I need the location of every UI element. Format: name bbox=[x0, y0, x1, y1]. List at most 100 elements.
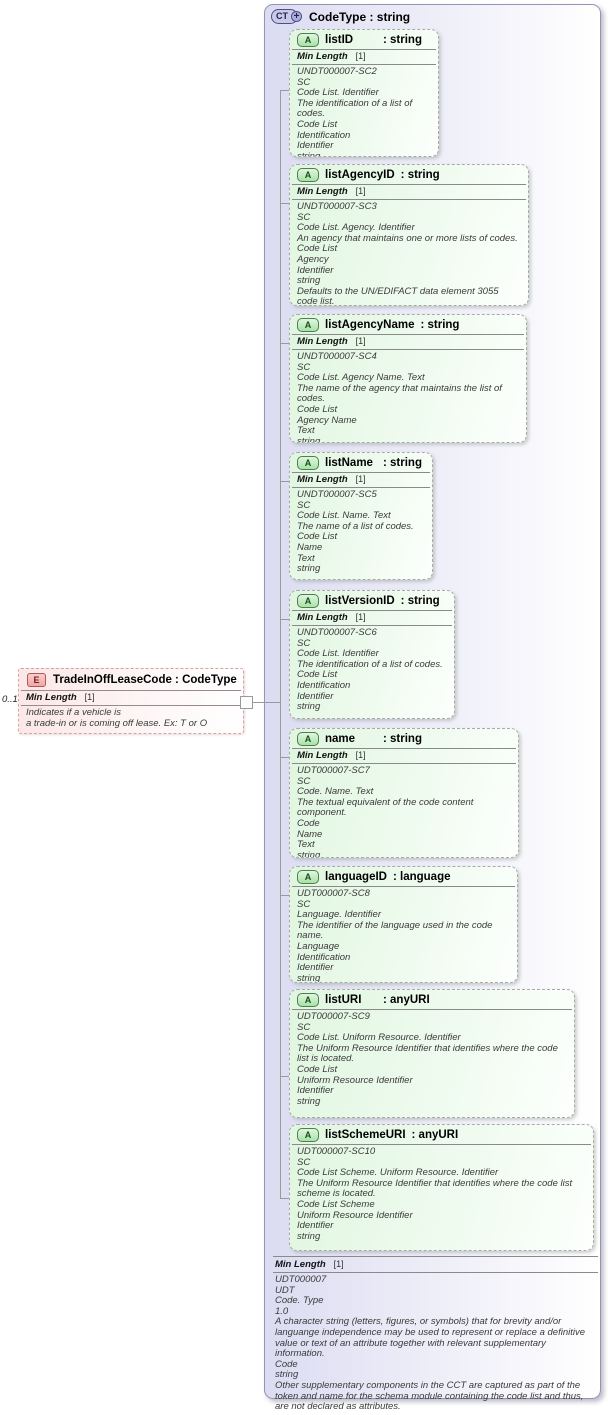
attribute-type: : language bbox=[392, 871, 451, 883]
attribute-type: : string bbox=[400, 169, 440, 181]
attribute-box-listid: A listID : string Min Length [1] UNDT000… bbox=[289, 29, 439, 157]
attribute-box-listagencyname: A listAgencyName : string Min Length [1]… bbox=[289, 314, 527, 443]
complex-type-box-codetype: CT + CodeType : string A listID : string… bbox=[264, 4, 601, 1412]
facet-label: Min Length bbox=[297, 750, 348, 761]
attribute-icon: A bbox=[297, 1128, 319, 1142]
attribute-name: listID bbox=[325, 34, 354, 46]
attribute-box-listagencyid: A listAgencyID : string Min Length [1] U… bbox=[289, 164, 529, 306]
element-icon: E bbox=[27, 673, 46, 687]
connector-stub bbox=[280, 90, 289, 91]
attribute-header: A languageID : language bbox=[292, 867, 515, 887]
complex-type-header: CT + CodeType : string bbox=[271, 9, 410, 24]
attribute-box-name: A name : string Min Length [1] UDT000007… bbox=[289, 728, 519, 858]
connector-stub bbox=[280, 481, 289, 482]
facet-value: [1] bbox=[355, 612, 366, 622]
facet-value: [1] bbox=[355, 186, 366, 196]
attribute-type: : anyURI bbox=[411, 1129, 459, 1141]
facet-row: Min Length [1] bbox=[292, 50, 436, 65]
complex-type-icon-label: CT bbox=[276, 11, 288, 21]
attribute-box-listversionid: A listVersionID : string Min Length [1] … bbox=[289, 590, 455, 719]
attribute-type: : string bbox=[383, 457, 422, 469]
facet-label: Min Length bbox=[275, 1259, 326, 1270]
connector-stub bbox=[280, 1076, 289, 1077]
expand-icon[interactable]: + bbox=[291, 11, 302, 22]
attribute-header: A listAgencyID : string bbox=[292, 165, 526, 185]
attribute-details: UNDT000007-SC4 SC Code List. Agency Name… bbox=[297, 351, 502, 443]
attribute-icon: A bbox=[297, 870, 319, 884]
attribute-name: listName bbox=[325, 457, 373, 469]
attribute-type: : string bbox=[400, 595, 440, 607]
connector-stub bbox=[280, 895, 289, 896]
attribute-details: UNDT000007-SC6 SC Code List. Identifier … bbox=[297, 627, 443, 713]
facet-label: Min Length bbox=[297, 612, 348, 623]
facet-row: Min Length [1] bbox=[292, 185, 526, 200]
attribute-icon: A bbox=[297, 732, 319, 746]
attribute-name: listSchemeURI bbox=[325, 1129, 406, 1141]
attribute-type: : string bbox=[420, 319, 460, 331]
connector-stub bbox=[280, 619, 289, 620]
attribute-name: listURI bbox=[325, 994, 362, 1006]
facet-label: Min Length bbox=[297, 336, 348, 347]
complex-type-icon: CT + bbox=[271, 9, 302, 24]
facet-row: Min Length [1] bbox=[292, 611, 452, 626]
attribute-box-languageid: A languageID : language UDT000007-SC8 SC… bbox=[289, 866, 518, 983]
facet-label: Min Length bbox=[297, 474, 348, 485]
facet-value: [1] bbox=[355, 336, 366, 346]
attribute-icon: A bbox=[297, 993, 319, 1007]
attribute-icon: A bbox=[297, 318, 319, 332]
attribute-header: A listName : string bbox=[292, 453, 430, 473]
attribute-type: : string bbox=[383, 34, 422, 46]
element-title: TradeInOffLeaseCode : CodeType bbox=[53, 674, 237, 686]
element-box-tradeinoffleasecode: E TradeInOffLeaseCode : CodeType Min Len… bbox=[18, 668, 244, 734]
attribute-header: A listVersionID : string bbox=[292, 591, 452, 611]
attribute-box-listname: A listName : string Min Length [1] UNDT0… bbox=[289, 452, 433, 580]
facet-value: [1] bbox=[355, 474, 366, 484]
connector-stub bbox=[280, 757, 289, 758]
attribute-details: UDT000007-SC10 SC Code List Scheme. Unif… bbox=[297, 1146, 573, 1242]
attribute-details: UDT000007-SC7 SC Code. Name. Text The te… bbox=[297, 765, 474, 858]
facet-label: Min Length bbox=[297, 51, 348, 62]
connector-stub bbox=[280, 1198, 289, 1199]
attribute-box-listschemeuri: A listSchemeURI : anyURI UDT000007-SC10 … bbox=[289, 1124, 594, 1251]
connector-stub bbox=[280, 343, 289, 344]
complex-type-details: UDT000007 UDT Code. Type 1.0 A character… bbox=[275, 1274, 586, 1413]
attribute-details: UNDT000007-SC2 SC Code List. Identifier … bbox=[297, 66, 413, 157]
attribute-name: languageID bbox=[325, 871, 387, 883]
connector-stub bbox=[280, 203, 289, 204]
attribute-icon: A bbox=[297, 456, 319, 470]
attribute-icon: A bbox=[297, 33, 319, 47]
attribute-header: A listSchemeURI : anyURI bbox=[292, 1125, 591, 1145]
attribute-header: A listID : string bbox=[292, 30, 436, 50]
facet-row: Min Length [1] bbox=[292, 749, 516, 764]
attribute-type: : anyURI bbox=[383, 994, 430, 1006]
attribute-details: UDT000007-SC8 SC Language. Identifier Th… bbox=[297, 888, 493, 983]
attribute-name: listAgencyName bbox=[325, 319, 415, 331]
attribute-name: name bbox=[325, 733, 356, 745]
complex-type-title: CodeType : string bbox=[309, 9, 411, 24]
attribute-name: listVersionID bbox=[325, 595, 395, 607]
connector-line bbox=[244, 702, 280, 703]
attribute-box-listuri: A listURI : anyURI UDT000007-SC9 SC Code… bbox=[289, 989, 575, 1118]
attribute-header: A name : string bbox=[292, 729, 516, 749]
element-description: Indicates if a vehicle is a trade-in or … bbox=[26, 707, 208, 729]
attribute-header: A listURI : anyURI bbox=[292, 990, 572, 1010]
attribute-details: UDT000007-SC9 SC Code List. Uniform Reso… bbox=[297, 1011, 558, 1107]
complex-type-footer: Min Length [1] UDT000007 UDT Code. Type … bbox=[273, 1256, 598, 1415]
facet-label: Min Length bbox=[26, 692, 77, 703]
facet-value: [1] bbox=[84, 692, 95, 702]
facet-row: Min Length [1] bbox=[273, 1256, 598, 1273]
attribute-header: A listAgencyName : string bbox=[292, 315, 524, 335]
attribute-details: UNDT000007-SC5 SC Code List. Name. Text … bbox=[297, 489, 414, 575]
facet-value: [1] bbox=[333, 1259, 344, 1269]
facet-label: Min Length bbox=[297, 186, 348, 197]
facet-value: [1] bbox=[355, 51, 366, 61]
collapse-handle-icon[interactable] bbox=[240, 696, 253, 709]
attribute-type: : string bbox=[383, 733, 422, 745]
attribute-icon: A bbox=[297, 594, 319, 608]
attribute-name: listAgencyID bbox=[325, 169, 395, 181]
facet-row: Min Length [1] bbox=[21, 691, 241, 706]
element-header: E TradeInOffLeaseCode : CodeType bbox=[21, 669, 241, 691]
cardinality-label: 0..1 bbox=[2, 694, 18, 705]
facet-row: Min Length [1] bbox=[292, 335, 524, 350]
